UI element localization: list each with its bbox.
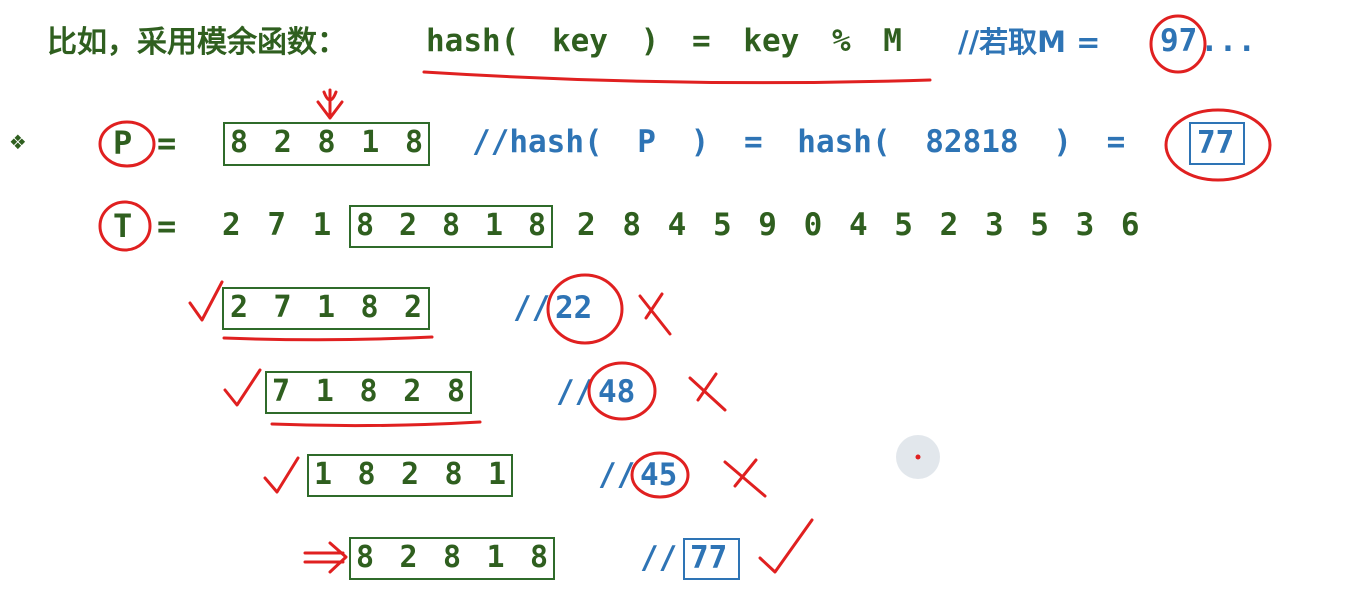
digit: 8 [356,208,375,243]
double-arrow-icon [303,541,348,574]
window-digits: 7 1 8 2 8 [272,377,465,407]
digit: 8 [360,290,379,325]
digit: 8 [444,457,463,492]
window-hash-value: 48 [598,374,636,410]
digit: 2 [398,208,418,243]
pattern-label: P [113,124,133,162]
pattern-digits: 8 2 8 1 8 [230,128,423,158]
header-modulus: 97 [1160,23,1198,59]
digit: 1 [316,290,336,325]
pointer-cursor-dot [915,454,921,460]
digit: 2 [400,457,420,492]
text-suffix: 2 8 4 5 9 0 4 5 2 3 5 3 6 [577,207,1144,243]
window-underline [222,335,434,342]
window-digits: 1 8 2 8 1 [314,460,506,490]
window-comment-slashes: // [513,290,551,326]
window-box [307,454,513,497]
pointer-cursor [896,435,940,479]
check-icon [188,280,224,322]
window-digits: 8 2 8 1 8 [356,543,548,573]
digit: 8 [359,374,378,409]
formula-underline [422,70,932,85]
header-formula: hash( key ) = key % M [426,23,902,59]
digit: 2 [403,290,422,325]
digit: 2 [403,374,422,409]
window-comment-slashes: // [640,540,678,576]
digit: 8 [441,208,461,243]
digit: 2 [230,290,249,325]
digit: 2 [273,125,292,160]
window-comment-slashes: // [556,374,594,410]
text-window-digits: 8 2 8 1 8 [356,211,546,241]
window-box [349,537,555,580]
digit: 8 [404,125,423,160]
digit: 8 [527,208,546,243]
text-prefix: 2 7 1 [222,207,336,243]
digit: 8 [529,540,548,575]
check-icon [263,456,300,494]
digit: 1 [315,374,334,409]
bullet-icon: ❖ [10,126,26,156]
window-digits: 2 7 1 8 2 [230,293,422,323]
digit: 2 [399,540,418,575]
window-hash-box [683,538,740,580]
digit: 8 [357,457,376,492]
pattern-box [223,122,430,166]
pattern-hash-value: 77 [1197,125,1235,161]
window-hash-value: 45 [640,457,678,493]
digit: 8 [317,125,336,160]
digit: 8 [230,125,249,160]
digit: 1 [314,457,333,492]
digit: 1 [487,457,506,492]
digit: 1 [361,125,380,160]
header-lead: 比如，采用模余函数： [47,25,347,60]
cross-icon [723,458,767,498]
window-box [265,371,472,414]
window-comment-slashes: // [598,457,636,493]
text-equals: = [157,207,177,245]
digit: 7 [273,290,292,325]
digit: 1 [484,208,504,243]
header-ellipsis: ... [1200,23,1256,59]
check-icon [223,368,262,407]
window-underline [270,420,482,428]
text-window-box [349,205,553,248]
pattern-comment: //hash( P ) = hash( 82818 ) = [472,124,1126,160]
window-hash-value: 77 [690,540,728,576]
window-hash-value: 22 [555,290,593,326]
check-icon [758,518,814,574]
digit: 8 [446,374,465,409]
digit: 8 [356,540,375,575]
cross-icon [638,292,672,336]
cross-icon [688,372,727,412]
down-arrow-icon [316,88,344,120]
down-arrow-icon [322,90,338,102]
pattern-equals: = [157,124,177,162]
digit: 7 [272,374,291,409]
header-note: //若取M = [958,25,1111,59]
text-label: T [113,207,133,245]
digit: 8 [442,540,462,575]
digit: 1 [486,540,505,575]
